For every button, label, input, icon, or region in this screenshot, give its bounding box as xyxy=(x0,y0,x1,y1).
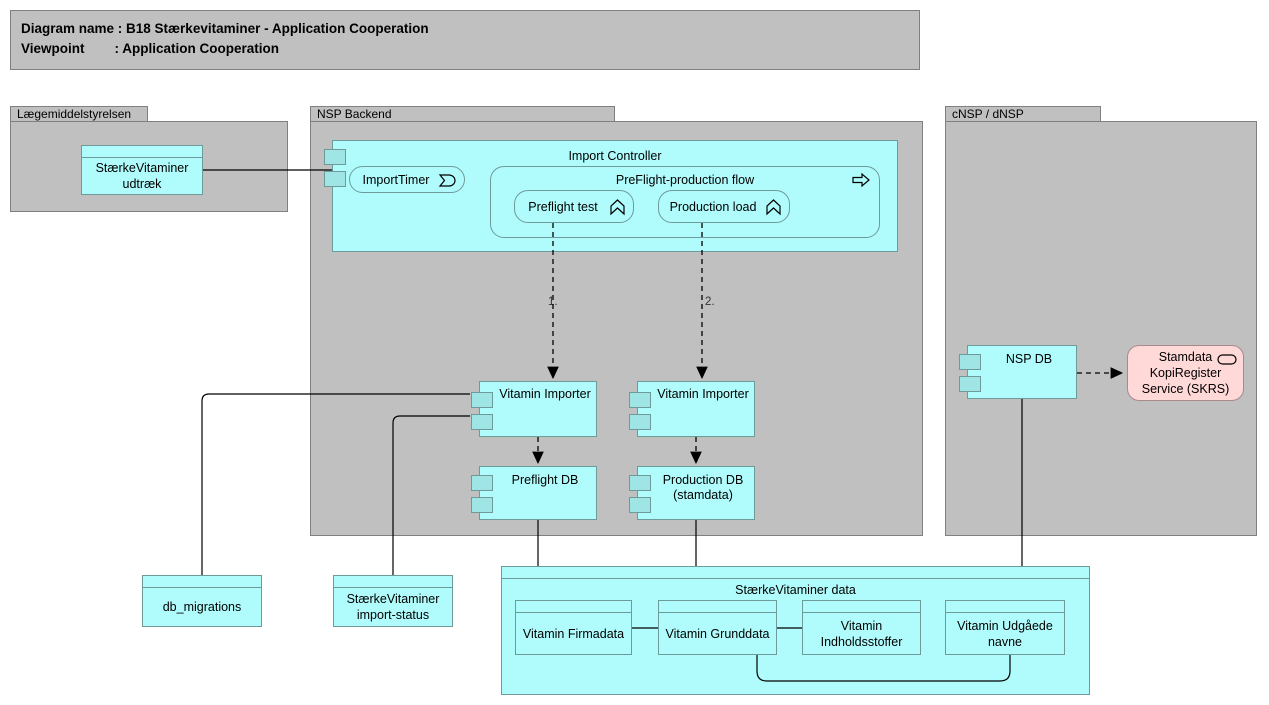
data-object-band xyxy=(659,601,776,613)
data-object-band xyxy=(143,576,261,588)
diagram-title-block: Diagram name : B18 Stærkevitaminer - App… xyxy=(10,10,920,70)
node-nsp-db-label: NSP DB xyxy=(1005,352,1053,366)
node-staerkevitaminer-udtraek-label: StærkeVitaminer udtræk xyxy=(95,161,189,191)
component-tab-lower xyxy=(324,171,346,187)
application-event-icon xyxy=(438,174,456,187)
group-cnsp-dnsp-label: cNSP / dNSP xyxy=(945,106,1101,122)
node-skrs-service-label: Stamdata KopiRegister Service (SKRS) xyxy=(1141,350,1230,396)
node-vitamin-importer-1-label: Vitamin Importer xyxy=(499,387,591,401)
node-import-status-label: StærkeVitaminer import-status xyxy=(346,592,440,622)
node-production-load-label: Production load xyxy=(669,199,757,214)
node-vitamin-importer-2-label: Vitamin Importer xyxy=(657,387,749,401)
node-import-timer[interactable]: ImportTimer xyxy=(349,166,465,193)
component-tab-upper xyxy=(324,149,346,165)
node-preflight-test-label: Preflight test xyxy=(528,199,598,214)
node-production-db-label: Production DB (stamdata) xyxy=(662,473,744,502)
data-object-band xyxy=(334,576,452,588)
viewpoint-row: Viewpoint : Application Cooperation xyxy=(21,41,280,56)
component-tab-lower xyxy=(471,414,493,430)
node-import-controller-label: Import Controller xyxy=(568,149,662,163)
node-vitamin-indholdsstoffer-label: Vitamin Indholdsstoffer xyxy=(820,618,903,649)
component-tab-upper xyxy=(471,475,493,491)
node-preflight-production-flow-label: PreFlight-production flow xyxy=(615,173,755,187)
node-nsp-db[interactable]: NSP DB xyxy=(959,345,1077,399)
data-object-band xyxy=(82,146,202,158)
connector-label-step1: 1. xyxy=(548,296,558,308)
node-vitamin-importer-1[interactable]: Vitamin Importer xyxy=(471,381,597,437)
component-tab-upper xyxy=(629,475,651,491)
data-object-band xyxy=(516,601,631,613)
application-function-icon xyxy=(610,199,625,216)
node-preflight-db[interactable]: Preflight DB xyxy=(471,466,597,520)
node-vitamin-udgaede-navne-label: Vitamin Udgåede navne xyxy=(957,618,1053,649)
node-db-migrations-label: db_migrations xyxy=(162,600,242,614)
application-service-icon xyxy=(1217,354,1237,365)
data-group-band xyxy=(502,567,1089,579)
connector-label-step2: 2. xyxy=(705,296,715,308)
node-preflight-db-label: Preflight DB xyxy=(511,473,579,487)
node-import-timer-label: ImportTimer xyxy=(362,172,430,187)
group-staerkevitaminer-data-label: StærkeVitaminer data xyxy=(735,583,856,597)
group-laegemiddelstyrelsen-label: Lægemiddelstyrelsen xyxy=(10,106,148,122)
node-vitamin-importer-2[interactable]: Vitamin Importer xyxy=(629,381,755,437)
component-tab-lower xyxy=(471,497,493,513)
component-tab-upper xyxy=(471,392,493,408)
node-skrs-service[interactable]: Stamdata KopiRegister Service (SKRS) xyxy=(1127,345,1244,401)
component-tab-upper xyxy=(959,354,981,370)
component-tab-lower xyxy=(629,414,651,430)
application-process-icon xyxy=(852,172,870,188)
node-import-status[interactable]: StærkeVitaminer import-status xyxy=(333,575,453,627)
group-nsp-backend-label: NSP Backend xyxy=(310,106,615,122)
node-db-migrations[interactable]: db_migrations xyxy=(142,575,262,627)
group-cnsp-dnsp[interactable]: cNSP / dNSP xyxy=(945,106,1257,536)
node-production-db[interactable]: Production DB (stamdata) xyxy=(629,466,755,520)
node-vitamin-firmadata[interactable]: Vitamin Firmadata xyxy=(515,600,632,655)
data-object-band xyxy=(803,601,920,613)
node-vitamin-indholdsstoffer[interactable]: Vitamin Indholdsstoffer xyxy=(802,600,921,655)
node-vitamin-grunddata[interactable]: Vitamin Grunddata xyxy=(658,600,777,655)
group-cnsp-dnsp-body xyxy=(945,121,1257,536)
component-tab-upper xyxy=(629,392,651,408)
data-object-band xyxy=(946,601,1064,613)
node-vitamin-udgaede-navne[interactable]: Vitamin Udgåede navne xyxy=(945,600,1065,655)
component-tab-lower xyxy=(959,376,981,392)
application-function-icon xyxy=(766,199,781,216)
diagram-name-row: Diagram name : B18 Stærkevitaminer - App… xyxy=(21,21,429,36)
component-tab-lower xyxy=(629,497,651,513)
node-staerkevitaminer-udtraek[interactable]: StærkeVitaminer udtræk xyxy=(81,145,203,195)
node-vitamin-grunddata-label: Vitamin Grunddata xyxy=(665,626,770,641)
node-vitamin-firmadata-label: Vitamin Firmadata xyxy=(522,626,625,641)
node-preflight-test[interactable]: Preflight test xyxy=(514,190,634,223)
node-production-load[interactable]: Production load xyxy=(658,190,790,223)
